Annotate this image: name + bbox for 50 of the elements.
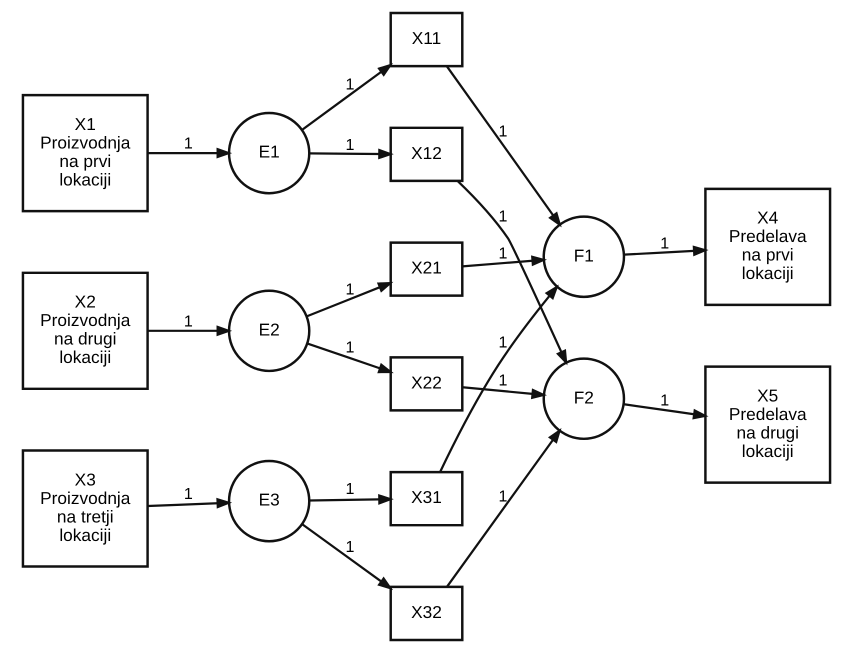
- arrow: [624, 403, 708, 420]
- arrow: [446, 66, 562, 228]
- node-box: X12: [389, 126, 464, 182]
- node-box: X21: [389, 241, 464, 297]
- node-circle: E1: [228, 112, 310, 194]
- edge-label: 1: [498, 244, 508, 262]
- node-box: X2 Proizvodnja na drugi lokaciji: [22, 272, 149, 390]
- arrow: [148, 148, 232, 159]
- edge-label: 1: [346, 338, 354, 356]
- node-box: X3 Proizvodnja na tretji lokaciji: [22, 449, 149, 568]
- node-box: X11: [389, 12, 464, 68]
- arrow: [309, 494, 394, 505]
- edge-label: 1: [346, 480, 354, 498]
- arrow: [309, 148, 394, 160]
- edge-label: 1: [184, 485, 193, 504]
- edge-label: 1: [346, 538, 354, 556]
- node-box: X1 Proizvodnja na prvi lokaciji: [22, 94, 149, 212]
- edge-label: 1: [498, 372, 508, 390]
- arrow: [301, 63, 394, 131]
- edge-label: 1: [660, 234, 670, 253]
- arrow: [462, 255, 547, 268]
- arrow: [446, 428, 562, 588]
- node-circle: E3: [228, 460, 310, 542]
- node-box: X5 Predelava na drugi lokaciji: [704, 365, 832, 484]
- node-circle: E2: [228, 289, 310, 372]
- edge-label: 1: [346, 136, 354, 154]
- edge-label: 1: [498, 488, 508, 506]
- arrow: [307, 342, 394, 374]
- arrow: [301, 523, 394, 590]
- arrow: [462, 386, 547, 400]
- arrow: [439, 284, 559, 472]
- edge-label: 1: [498, 122, 508, 140]
- arrow: [306, 282, 394, 318]
- arrow: [148, 498, 232, 509]
- edge-label: 1: [184, 312, 193, 330]
- arrow: [148, 325, 232, 336]
- edge-label: 1: [498, 333, 508, 352]
- node-box: X32: [389, 586, 464, 642]
- edge-label: 1: [660, 391, 670, 410]
- node-circle: F1: [542, 215, 626, 298]
- edge-label: 1: [498, 207, 508, 226]
- node-box: X22: [389, 356, 464, 412]
- node-circle: F2: [542, 357, 626, 440]
- node-box: X4 Predelava na prvi lokaciji: [704, 188, 832, 306]
- edge-label: 1: [346, 75, 354, 94]
- edge-label: 1: [184, 134, 193, 153]
- arrow: [456, 180, 568, 366]
- node-box: X31: [389, 470, 464, 526]
- edge-label: 1: [346, 280, 354, 298]
- arrow: [624, 245, 709, 256]
